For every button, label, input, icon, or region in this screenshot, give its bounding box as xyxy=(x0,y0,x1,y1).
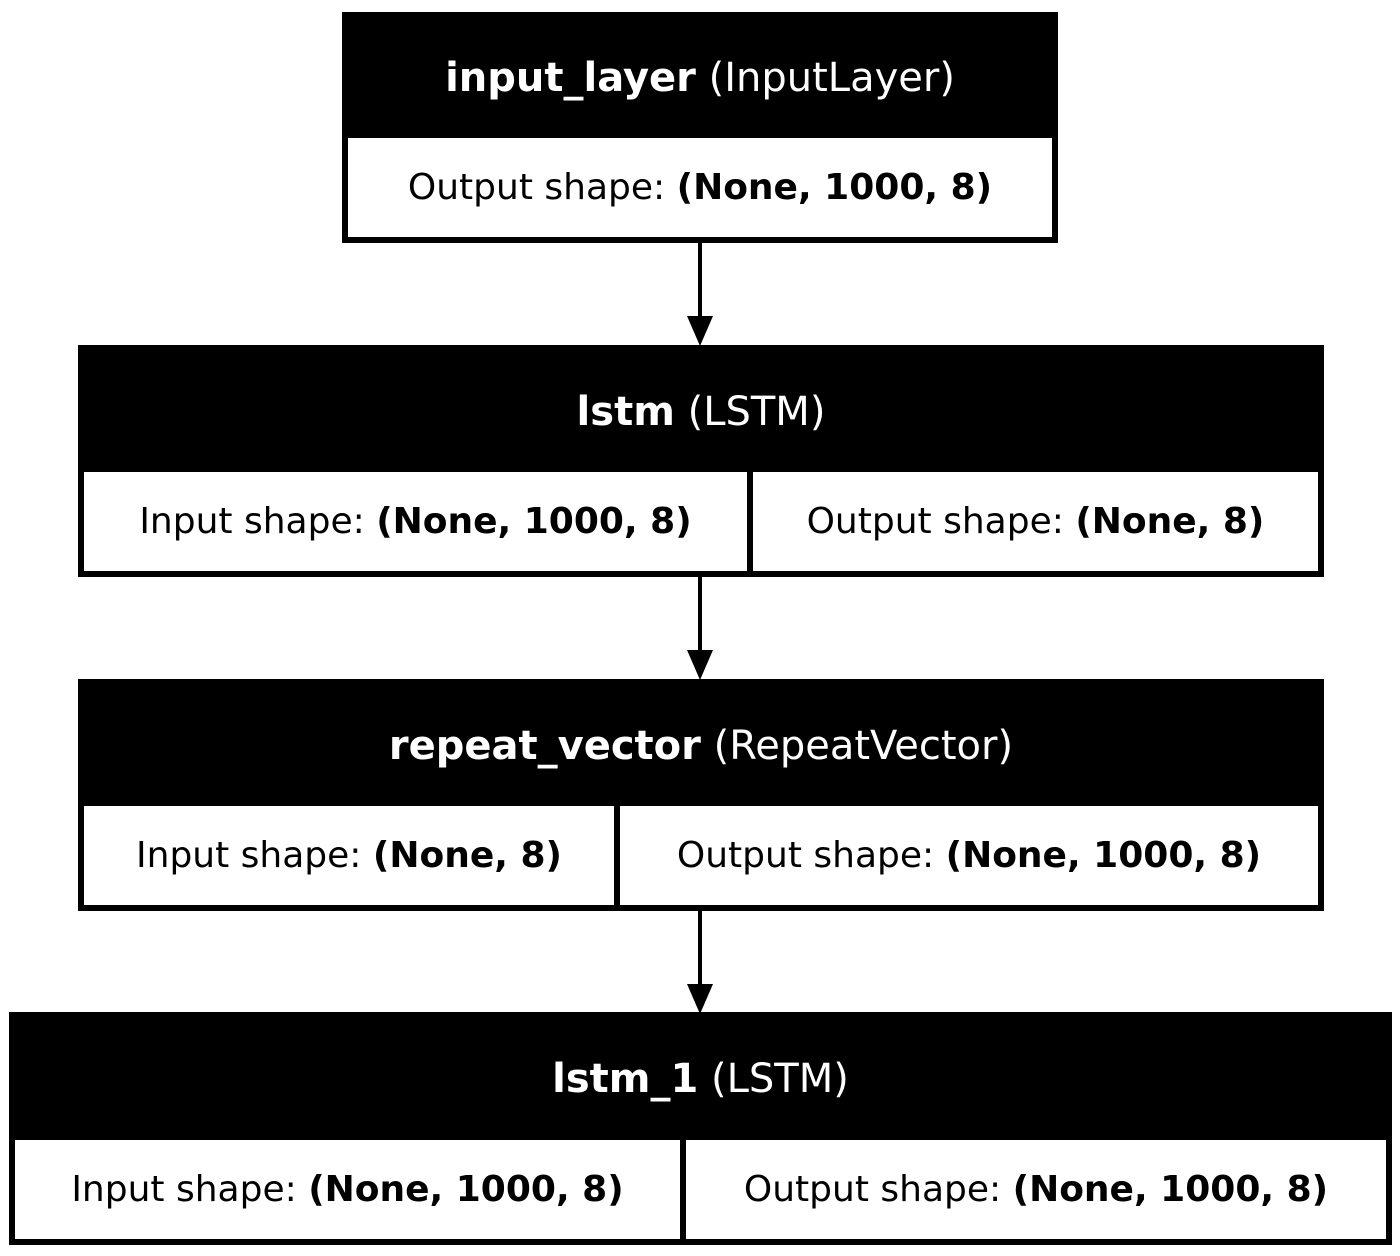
edge-input-layer-to-lstm xyxy=(687,242,713,346)
layer-type: (InputLayer) xyxy=(708,55,955,101)
output-shape-value: (None, 1000, 8) xyxy=(945,835,1262,876)
input-shape-value: (None, 1000, 8) xyxy=(308,1169,624,1210)
cell-divider xyxy=(680,1140,686,1239)
output-shape-cell: Output shape: (None, 1000, 8) xyxy=(686,1140,1386,1239)
layer-type: (LSTM) xyxy=(687,388,826,435)
node-header: lstm_1 (LSTM) xyxy=(15,1018,1386,1140)
input-shape-cell: Input shape: (None, 8) xyxy=(84,806,614,905)
input-shape-label: Input shape: xyxy=(136,835,362,876)
output-shape-label: Output shape: xyxy=(676,835,935,876)
shape-row: Output shape: (None, 1000, 8) xyxy=(348,138,1052,237)
node-repeat-vector: repeat_vector (RepeatVector) Input shape… xyxy=(78,679,1324,911)
output-shape-label: Output shape: xyxy=(407,167,666,208)
layer-type: (RepeatVector) xyxy=(713,722,1014,769)
input-shape-label: Input shape: xyxy=(139,501,365,542)
shape-row: Input shape: (None, 1000, 8) Output shap… xyxy=(84,472,1318,571)
cell-divider xyxy=(747,472,753,571)
node-header: lstm (LSTM) xyxy=(84,351,1318,472)
output-shape-label: Output shape: xyxy=(806,501,1064,542)
layer-name: repeat_vector xyxy=(388,722,701,769)
output-shape-cell: Output shape: (None, 1000, 8) xyxy=(620,806,1318,905)
input-shape-value: (None, 8) xyxy=(372,835,562,876)
output-shape-cell: Output shape: (None, 8) xyxy=(753,472,1318,571)
input-shape-label: Input shape: xyxy=(71,1169,297,1210)
edge-repeat-vector-to-lstm-1 xyxy=(687,910,713,1014)
shape-row: Input shape: (None, 1000, 8) Output shap… xyxy=(15,1140,1386,1239)
layer-name: input_layer xyxy=(445,55,696,101)
node-input-layer: input_layer (InputLayer) Output shape: (… xyxy=(342,12,1058,243)
output-shape-value: (None, 1000, 8) xyxy=(676,167,993,208)
node-header: input_layer (InputLayer) xyxy=(348,18,1052,138)
node-lstm: lstm (LSTM) Input shape: (None, 1000, 8)… xyxy=(78,345,1324,577)
output-shape-value: (None, 8) xyxy=(1075,501,1265,542)
node-lstm-1: lstm_1 (LSTM) Input shape: (None, 1000, … xyxy=(9,1012,1392,1245)
cell-divider xyxy=(614,806,620,905)
edge-lstm-to-repeat-vector xyxy=(687,576,713,680)
input-shape-value: (None, 1000, 8) xyxy=(376,501,692,542)
output-shape-value: (None, 1000, 8) xyxy=(1012,1169,1329,1210)
node-header: repeat_vector (RepeatVector) xyxy=(84,685,1318,806)
output-shape-cell: Output shape: (None, 1000, 8) xyxy=(348,138,1052,237)
input-shape-cell: Input shape: (None, 1000, 8) xyxy=(15,1140,680,1239)
layer-type: (LSTM) xyxy=(711,1056,849,1102)
layer-name: lstm_1 xyxy=(552,1056,699,1102)
layer-name: lstm xyxy=(576,388,675,435)
output-shape-label: Output shape: xyxy=(743,1169,1002,1210)
shape-row: Input shape: (None, 8) Output shape: (No… xyxy=(84,806,1318,905)
input-shape-cell: Input shape: (None, 1000, 8) xyxy=(84,472,747,571)
